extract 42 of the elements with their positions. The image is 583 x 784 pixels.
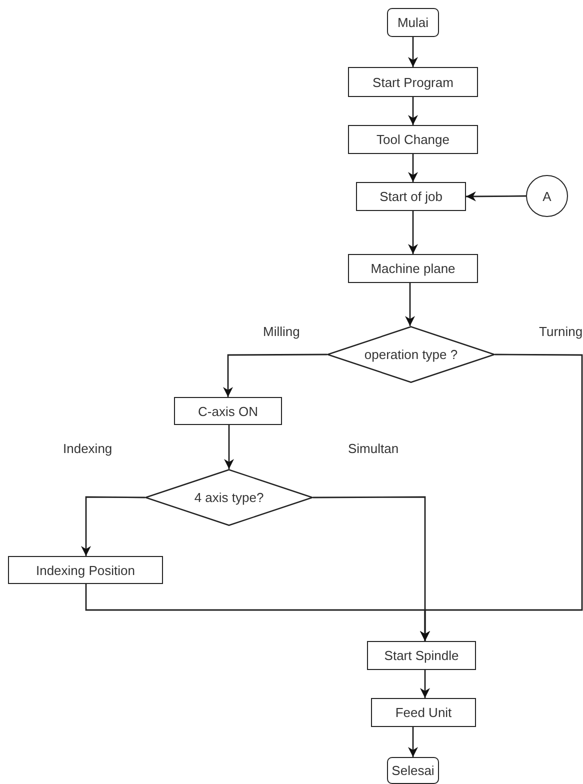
- process-box: [174, 397, 282, 425]
- connector-circle: [526, 175, 568, 217]
- edge-label: Turning: [538, 324, 583, 339]
- arrow: [408, 37, 418, 67]
- arrow: [81, 496, 145, 556]
- arrow: [466, 191, 526, 202]
- node-label: Start Program: [372, 74, 454, 90]
- arrow: [408, 154, 418, 182]
- arrow: [408, 97, 418, 125]
- edge-label: Indexing: [62, 441, 114, 456]
- arrow: [405, 283, 415, 326]
- arrow: [420, 670, 430, 698]
- process-box: [356, 182, 466, 211]
- arrow: [223, 354, 327, 397]
- terminal-box: [387, 8, 439, 37]
- edge-label: Milling: [262, 324, 301, 339]
- node-label: Start Spindle: [384, 648, 459, 663]
- edge-label: Simultan: [347, 441, 400, 456]
- process-box: [8, 556, 163, 584]
- node-label: 4 axis type?: [194, 490, 264, 505]
- process-box: [367, 641, 476, 670]
- process-box: [371, 698, 476, 727]
- node-label: A: [542, 188, 552, 204]
- process-box: [348, 254, 478, 283]
- node-label: C-axis ON: [198, 404, 258, 418]
- decision-diamond: [145, 469, 313, 526]
- node-label: Mulai: [397, 15, 429, 30]
- node-label: operation type ?: [364, 347, 458, 362]
- arrow: [408, 727, 418, 757]
- node-label: Feed Unit: [395, 705, 452, 720]
- decision-diamond: [327, 326, 495, 383]
- node-label: Tool Change: [376, 132, 450, 147]
- node-label: Indexing Position: [36, 562, 135, 578]
- node-label: Selesai: [392, 763, 434, 778]
- process-box: [348, 67, 478, 97]
- arrow: [224, 425, 234, 469]
- node-label: Machine plane: [370, 261, 456, 276]
- node-label: Start of job: [380, 189, 442, 204]
- process-box: [348, 125, 478, 154]
- arrow: [85, 584, 430, 641]
- terminal-box: [387, 757, 439, 784]
- arrow: [408, 211, 418, 254]
